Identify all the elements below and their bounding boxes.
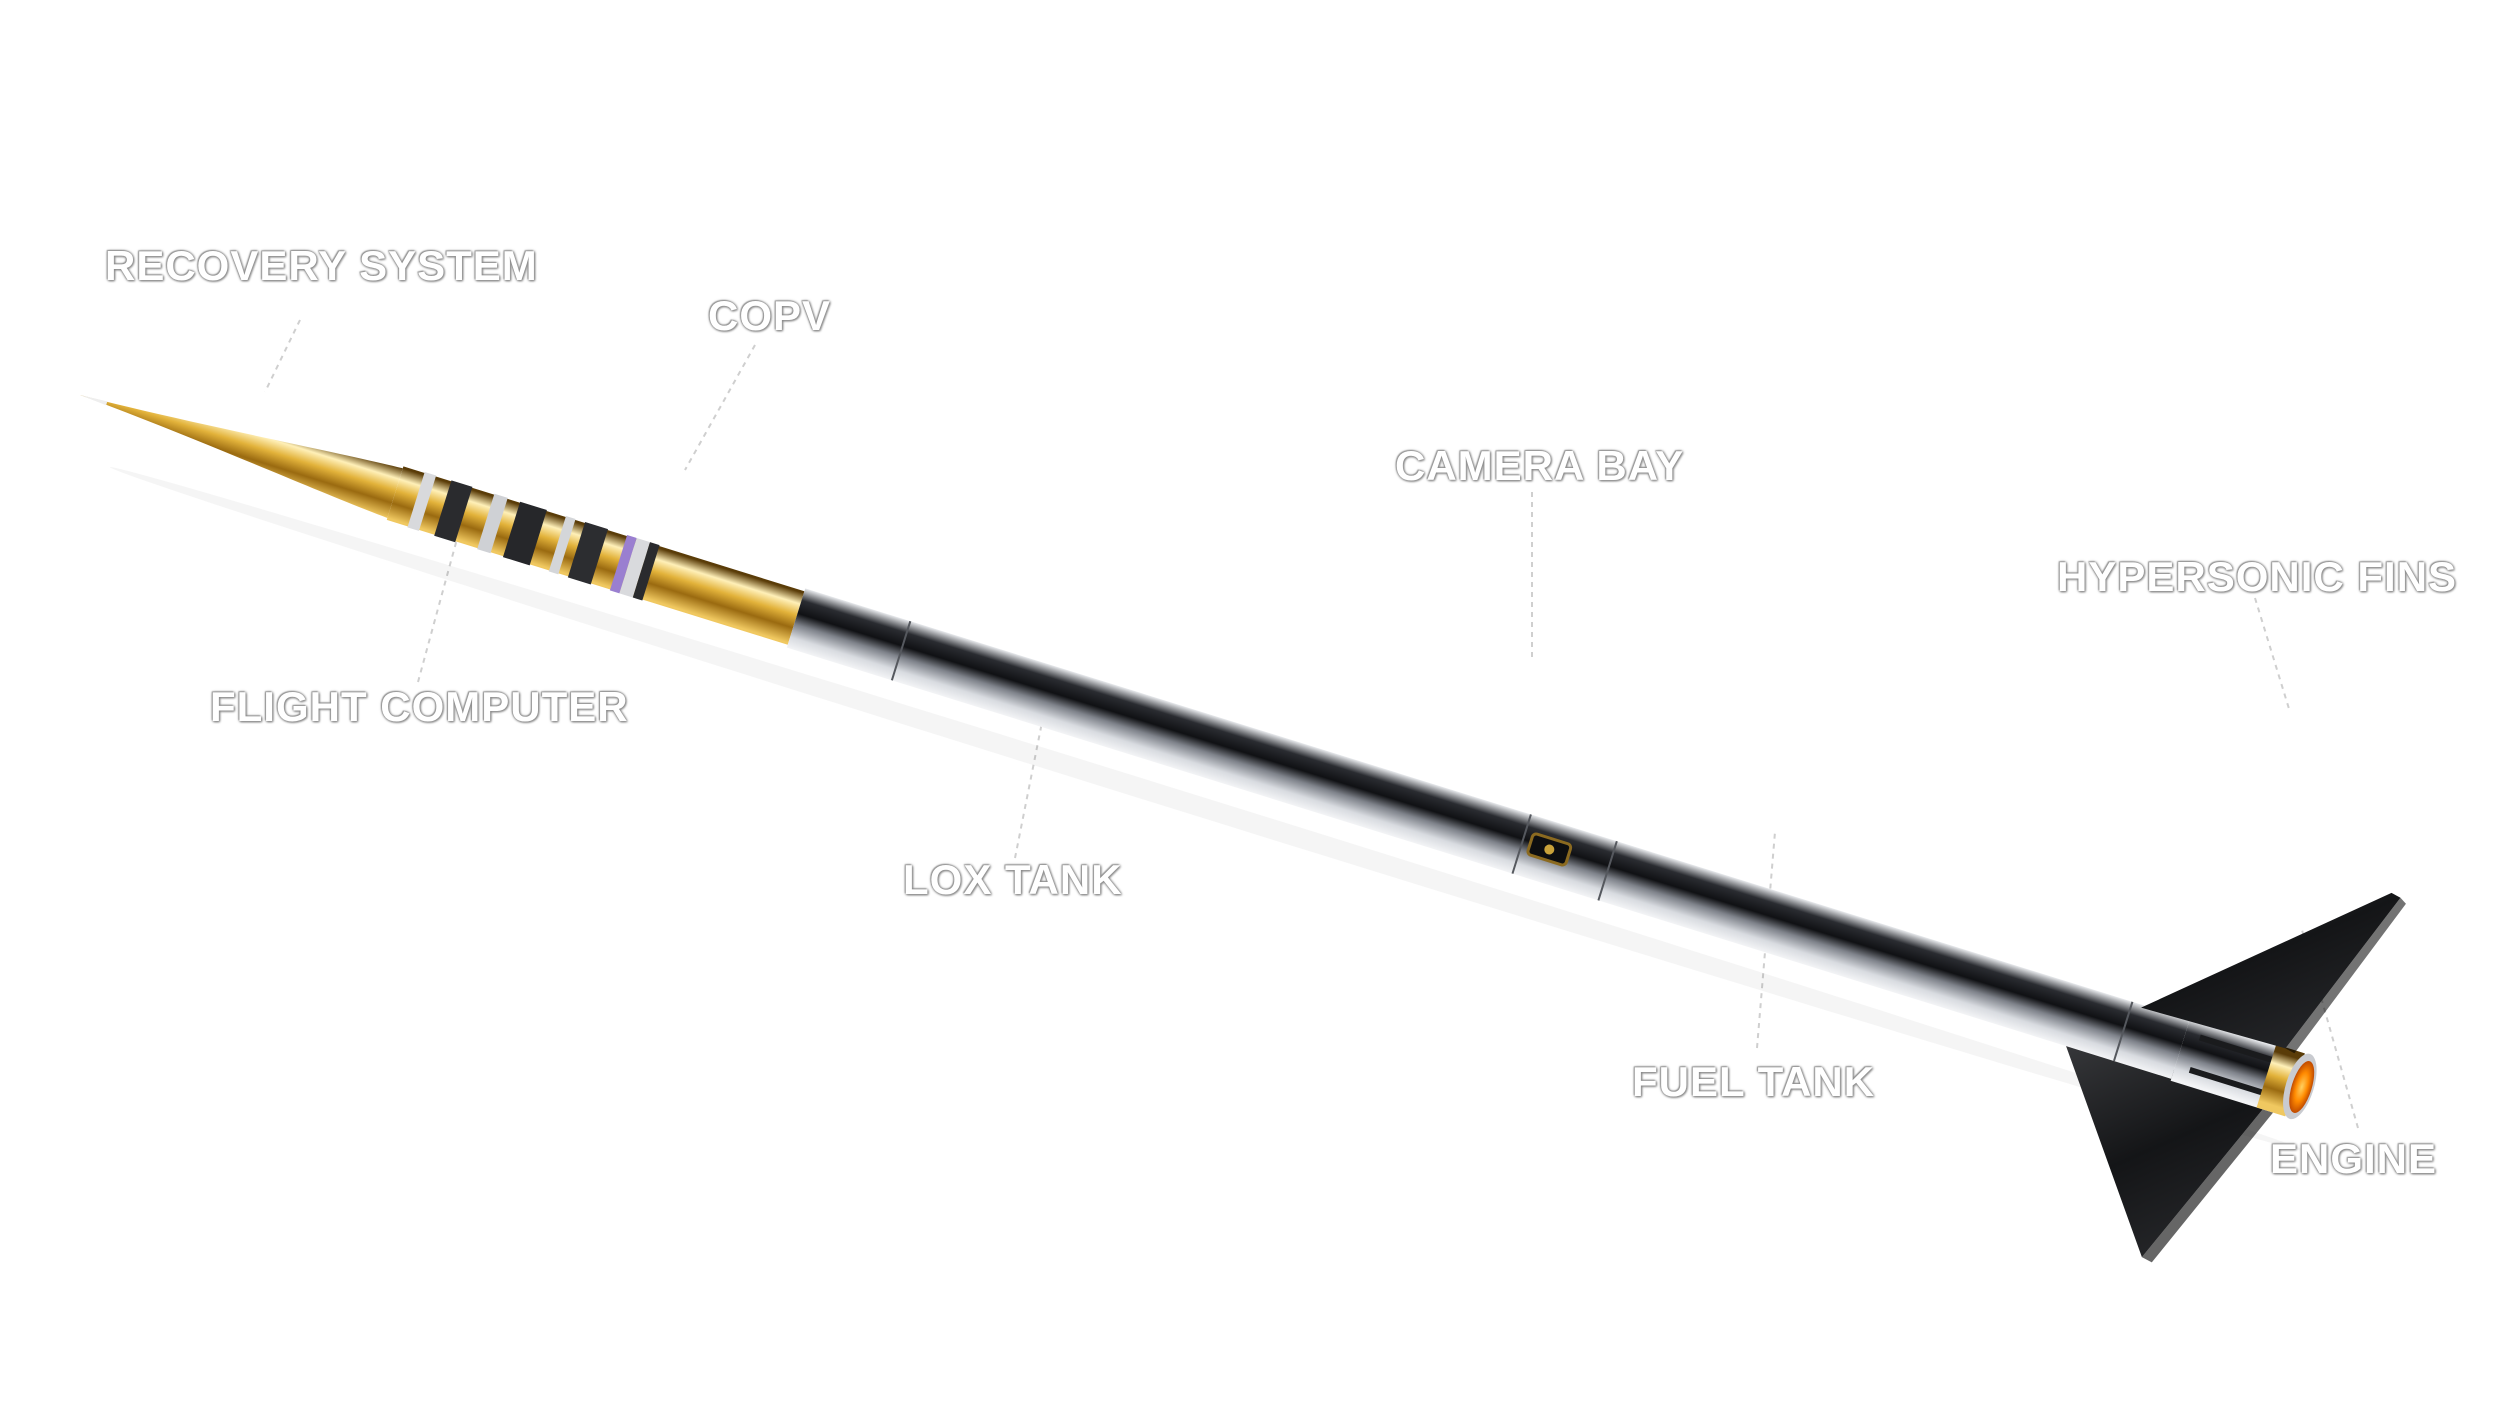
label-fuel-tank: FUEL TANK (1632, 1058, 1876, 1105)
leader-recovery-system (264, 319, 301, 393)
label-recovery-system: RECOVERY SYSTEM (105, 242, 538, 289)
engine-nozzle-glow (2289, 1061, 2315, 1113)
aft-gold-ring (2256, 1044, 2305, 1117)
label-flight-computer: FLIGHT COMPUTER (210, 683, 629, 730)
rocket-shadow (109, 467, 2306, 1152)
leader-hypersonic-fins (2254, 597, 2291, 713)
vent-strip (2198, 1034, 2287, 1068)
band-purple (609, 535, 637, 594)
band (502, 501, 547, 566)
nose-tip (80, 395, 108, 406)
joint-line (1597, 840, 1618, 901)
leader-fuel-tank (1756, 831, 1776, 1049)
joint-line (2113, 1001, 2134, 1062)
joint-line (1511, 814, 1532, 874)
label-camera-bay: CAMERA BAY (1395, 442, 1685, 489)
band (632, 542, 660, 601)
main-body (786, 588, 2190, 1079)
vent-strip (2188, 1067, 2277, 1100)
leader-copv (684, 344, 756, 471)
band (619, 538, 651, 598)
body-joints (890, 620, 2134, 1062)
leader-lox-tank (1014, 671, 1053, 859)
nose-cone (80, 395, 403, 518)
label-hypersonic-fins: HYPERSONIC FINS (2057, 553, 2458, 600)
band (407, 471, 437, 531)
band (548, 515, 576, 575)
camera-lens (1544, 844, 1555, 855)
fin-can-vents (2188, 1034, 2287, 1100)
label-engine: ENGINE (2270, 1135, 2438, 1182)
band (477, 493, 508, 554)
upper-fin-edge (2285, 897, 2406, 1054)
band (434, 480, 473, 543)
avionics-bands (407, 471, 660, 601)
rocket (80, 395, 2406, 1263)
label-lox-tank: LOX TANK (903, 856, 1123, 903)
label-copv: COPV (708, 292, 832, 339)
leader-flight-computer (417, 527, 461, 683)
joint-line (890, 620, 912, 681)
band (567, 521, 609, 585)
upper-fin (2141, 892, 2401, 1049)
lower-fin-edge (2141, 1101, 2278, 1263)
